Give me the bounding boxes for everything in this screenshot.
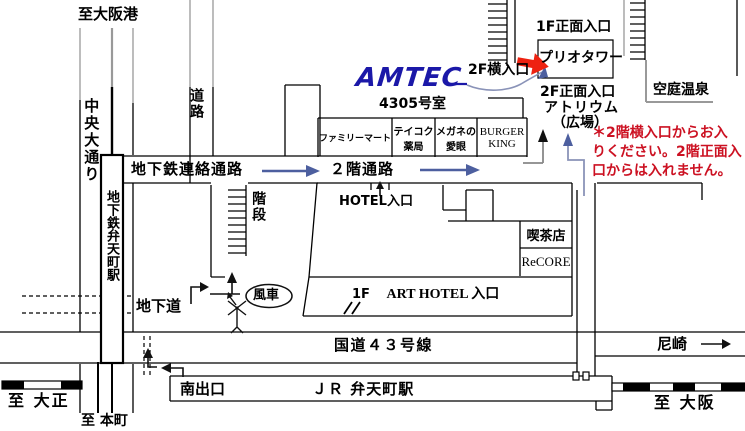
shop-megane-line2: 愛眼: [446, 141, 466, 153]
atrium-up-arrows: [523, 129, 585, 196]
shop-teikoku-line2: 薬局: [403, 141, 424, 153]
subway-station-label: 地下鉄弁天町駅: [103, 190, 119, 281]
shop-family-mart-label: ファミリーマート: [318, 134, 391, 144]
kissaten-box: 喫茶店: [520, 221, 572, 248]
windmill-icon: [227, 283, 293, 334]
blue-curve-arrow-icon: [447, 66, 548, 91]
road-faded-lines: [79, 0, 713, 103]
kissaten-label: 喫茶店: [526, 229, 566, 244]
hotel-1f-name: ART HOTEL 入口: [386, 287, 500, 302]
subway-station-box: [99, 153, 125, 365]
amagasaki-label: 尼崎: [657, 335, 688, 353]
shop-bk-line1: BURGER: [479, 125, 525, 138]
atrium-label: アトリウム: [544, 100, 619, 116]
windmill-label: 風車: [253, 288, 280, 303]
shop-teikoku-pharmacy: テイコク 薬局: [392, 118, 435, 157]
room-number-label: 4305号室: [379, 96, 446, 112]
jr-station-label: ＪＲ 弁天町駅: [312, 380, 415, 398]
up-arrow-blue-icon: [563, 133, 573, 146]
chuo-odori-label: 中央大通り: [82, 98, 101, 183]
recore-box: ReCORE: [520, 248, 572, 276]
subway-corridor-label: 地下鉄連絡通路: [131, 160, 244, 178]
route43-label: 国道４３号線: [334, 336, 434, 354]
warning-line-3: 口からは入れません。: [592, 163, 732, 179]
prio-tower-label: プリオタワー: [539, 50, 623, 66]
to-osaka-label: 至 大阪: [654, 393, 716, 412]
hotel-1f-floor: 1F: [352, 287, 370, 302]
station-gate-marks: [572, 371, 590, 381]
stairs-label: 階段: [250, 191, 267, 223]
warning-line-1: ＊2階横入口からお入: [592, 125, 728, 141]
hotel-entrance-label: HOTEL入口: [339, 194, 413, 209]
plaza-label: （広場）: [552, 115, 608, 131]
hotel-1f-entrance-label: 1F ART HOTEL 入口: [352, 287, 499, 303]
road-lines: [0, 0, 745, 413]
recore-label: ReCORE: [521, 254, 571, 269]
to-taisho-label: 至 大正: [8, 391, 70, 410]
route-arrow-icon: [262, 164, 480, 177]
floor2-corridor-label: ２階通路: [330, 160, 395, 178]
soraniwa-onsen-label: 空庭温泉: [653, 82, 709, 98]
shop-burger-king: BURGER KING: [477, 118, 527, 157]
underpass-dashed-lines: [22, 295, 151, 377]
shop-teikoku-line1: テイコク: [393, 126, 434, 138]
up-arrow-black-icon: [538, 129, 548, 142]
road-label: 道路: [188, 88, 205, 120]
front-entrance-2f-label: 2F正面入口: [540, 84, 616, 100]
to-honmachi-label: 至 本町: [81, 413, 128, 429]
entrance-warning-note: ＊2階横入口からお入 りください。2階正面入 口からは入れません。: [592, 124, 742, 181]
walk-path-arrows: [143, 181, 731, 377]
shop-megane-aigan: メガネの 愛眼: [435, 118, 477, 157]
shop-megane-line1: メガネの: [436, 126, 476, 138]
underpass-label: 地下道: [136, 297, 182, 315]
south-exit-label: 南出口: [180, 380, 226, 398]
railway-left: [1, 380, 83, 390]
windmill-label-ellipse: [245, 283, 293, 309]
amtec-logo: AMTEC: [354, 63, 464, 93]
railway-right: [611, 382, 745, 392]
warning-line-2: りください。2階正面入: [592, 144, 742, 160]
shop-bk-line2: KING: [488, 137, 516, 150]
front-entrance-1f-label: 1F正面入口: [536, 19, 612, 35]
to-osaka-port-label: 至大阪港: [78, 5, 139, 23]
red-highlight-arrow-icon: [516, 53, 549, 75]
side-entrance-2f-label: 2F横入口: [468, 62, 530, 78]
shop-family-mart: ファミリーマート: [318, 118, 392, 157]
